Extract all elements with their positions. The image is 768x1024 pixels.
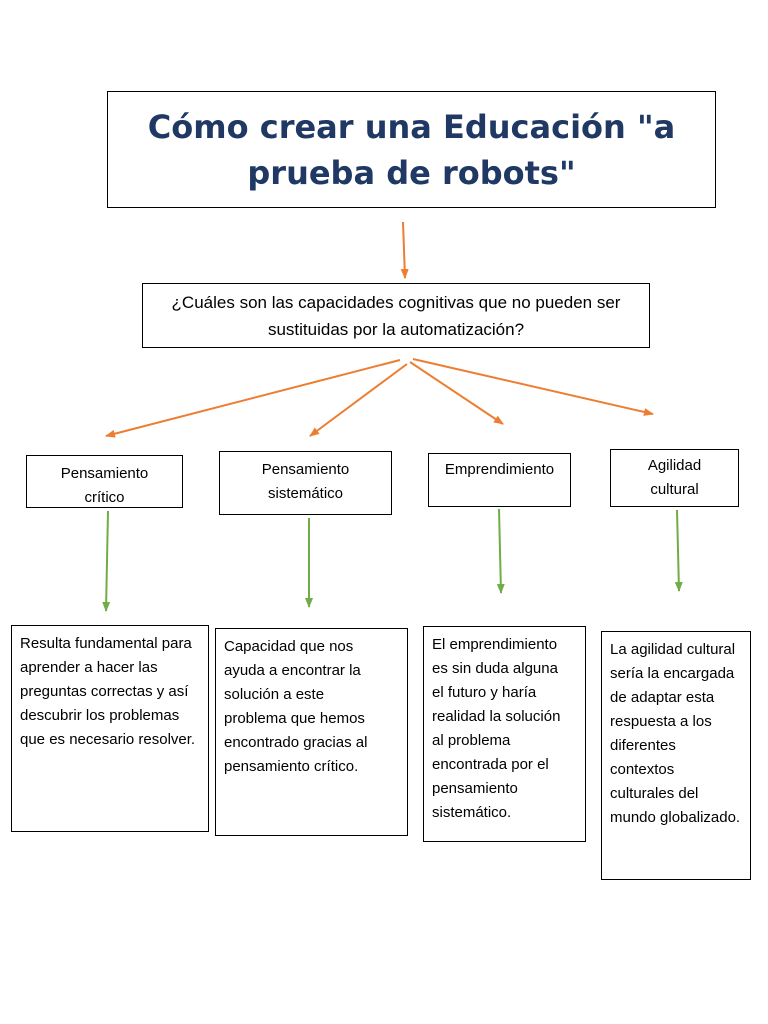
arrow-title-to-question xyxy=(400,221,409,279)
arrow-emprendimiento-to-desc xyxy=(496,508,505,594)
question-text: ¿Cuáles son las capacidades cognitivas q… xyxy=(171,292,621,339)
category-label: Pensamiento sistemático xyxy=(261,461,350,502)
arrow-question-to-critico xyxy=(105,359,401,438)
description-box-pensamiento-critico: Resulta fundamental para aprender a hace… xyxy=(11,625,209,832)
description-text: Resulta fundamental para aprender a hace… xyxy=(20,635,196,748)
arrow-question-to-emprendimiento xyxy=(409,361,504,425)
title-box: Cómo crear una Educación "a prueba de ro… xyxy=(107,91,716,208)
category-label: Agilidad cultural xyxy=(647,457,702,498)
description-box-agilidad-cultural: La agilidad cultural sería la encargada … xyxy=(601,631,751,880)
description-box-emprendimiento: El emprendimiento es sin duda alguna el … xyxy=(423,626,586,842)
category-box-pensamiento-critico: Pensamiento crítico xyxy=(26,455,183,508)
description-box-pensamiento-sistematico: Capacidad que nos ayuda a encontrar la s… xyxy=(215,628,408,836)
category-box-agilidad-cultural: Agilidad cultural xyxy=(610,449,739,507)
arrow-critico-to-desc xyxy=(102,510,111,612)
category-label: Emprendimiento xyxy=(444,461,555,478)
arrow-question-to-sistematico xyxy=(309,363,408,437)
description-text: La agilidad cultural sería la encargada … xyxy=(610,641,741,826)
category-box-pensamiento-sistematico: Pensamiento sistemático xyxy=(219,451,392,515)
arrow-agilidad-to-desc xyxy=(674,509,683,592)
description-text: El emprendimiento es sin duda alguna el … xyxy=(432,636,561,821)
question-box: ¿Cuáles son las capacidades cognitivas q… xyxy=(142,283,650,348)
category-label: Pensamiento crítico xyxy=(60,465,149,506)
page-title: Cómo crear una Educación "a prueba de ro… xyxy=(147,107,676,192)
category-box-emprendimiento: Emprendimiento xyxy=(428,453,571,507)
description-text: Capacidad que nos ayuda a encontrar la s… xyxy=(224,638,368,775)
arrow-question-to-agilidad xyxy=(412,358,654,416)
